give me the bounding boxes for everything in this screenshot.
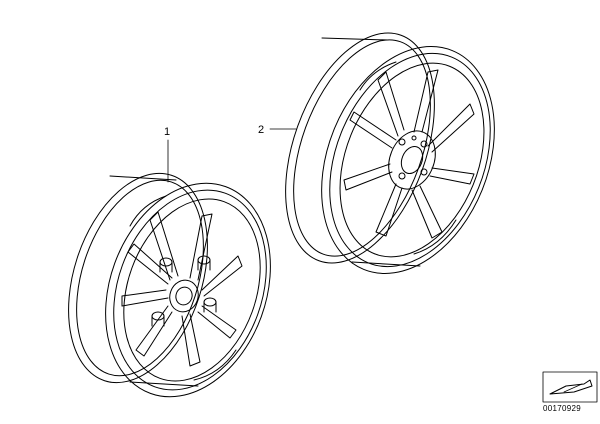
rear-wheel[interactable] bbox=[257, 13, 526, 300]
document-number: 00170929 bbox=[543, 404, 581, 413]
part-number-1: 1 bbox=[164, 126, 170, 138]
front-wheel[interactable] bbox=[44, 156, 299, 421]
wheel-corner-icon bbox=[542, 371, 598, 403]
part-number-2: 2 bbox=[258, 124, 264, 136]
